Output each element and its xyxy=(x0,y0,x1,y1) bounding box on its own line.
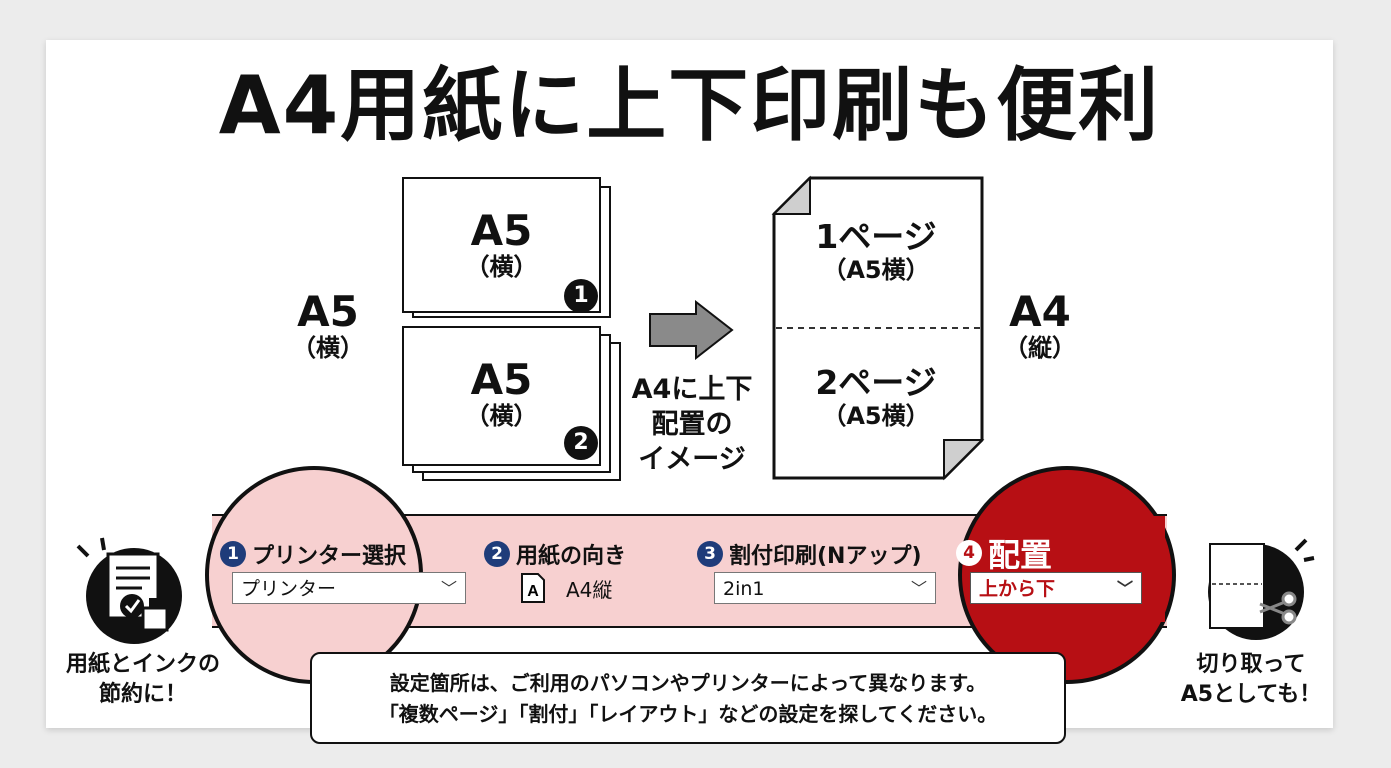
step4-number: 4 xyxy=(956,540,982,566)
left-orient: （横） xyxy=(292,334,364,363)
middle-line-1: A4に上下 xyxy=(631,374,753,405)
printer-select[interactable]: プリンター ﹀ xyxy=(232,572,466,604)
chevron-down-icon: ﹀ xyxy=(1116,579,1133,598)
note-line-2: 「複数ページ」「割付」「レイアウト」などの設定を探してください。 xyxy=(378,702,998,726)
middle-text: A4に上下 配置の イメージ xyxy=(622,372,762,477)
a4-top-page: 1ページ （A5横） xyxy=(776,218,976,285)
right-a4-label: A4 （縦） xyxy=(1000,287,1080,363)
scissors-icon xyxy=(1259,591,1297,625)
right-size: A4 xyxy=(1009,287,1071,336)
nup-select[interactable]: 2in1 ﹀ xyxy=(714,572,936,604)
chevron-down-icon: ﹀ xyxy=(440,579,457,598)
a4-bottom-page-label: 2ページ xyxy=(815,363,937,402)
step2-label: 2 用紙の向き xyxy=(484,538,626,570)
step1-label: 1 プリンター選択 xyxy=(220,538,406,570)
ink-bottle-icon xyxy=(141,598,169,632)
orientation-value: A4縦 xyxy=(566,578,613,602)
right-caption-line-1: 切り取って xyxy=(1196,652,1306,677)
printer-select-value: プリンター xyxy=(241,578,337,600)
sheet1-orient: （横） xyxy=(465,253,538,282)
sheet1-number: 1 xyxy=(564,279,598,313)
middle-line-3: イメージ xyxy=(638,444,746,476)
sheet2-orient: （横） xyxy=(465,402,538,431)
sheet2: A5 （横） 2 xyxy=(402,326,601,466)
step2-text: 用紙の向き xyxy=(516,544,627,569)
right-caption-line-2: A5としても！ xyxy=(1180,681,1322,707)
layout-select-value: 上から下 xyxy=(979,578,1056,600)
step3-text: 割付印刷(Nアップ) xyxy=(729,544,922,569)
svg-text:A: A xyxy=(527,583,539,600)
a4-top-page-orient: （A5横） xyxy=(822,255,930,284)
portrait-page-icon: A xyxy=(521,573,545,603)
left-size: A5 xyxy=(297,287,359,336)
note-line-1: 設定箇所は、ご利用のパソコンやプリンターによって異なります。 xyxy=(389,671,987,695)
step1-text: プリンター選択 xyxy=(252,544,407,569)
a4-sheet xyxy=(771,175,985,481)
middle-line-2: 配置の xyxy=(651,409,733,441)
paper-cut-icon xyxy=(1208,538,1315,640)
layout-select[interactable]: 上から下 ﹀ xyxy=(970,572,1142,604)
sheet1: A5 （横） 1 xyxy=(402,177,601,313)
step3-number: 3 xyxy=(697,541,723,567)
arrow-right-icon xyxy=(649,300,734,360)
a4-bottom-page: 2ページ （A5横） xyxy=(776,364,976,431)
page-title: A4用紙に上下印刷も便利 xyxy=(218,59,1161,152)
red-band-highlight xyxy=(1010,516,1165,622)
step4-text: 配置 xyxy=(988,536,1053,574)
left-caption: 用紙とインクの 節約に！ xyxy=(48,650,238,709)
step1-number: 1 xyxy=(220,541,246,567)
left-caption-line-1: 用紙とインクの xyxy=(65,652,220,677)
right-orient: （縦） xyxy=(1004,334,1076,363)
sheet2-size: A5 xyxy=(470,355,533,404)
sheet1-size: A5 xyxy=(470,206,533,255)
nup-select-value: 2in1 xyxy=(723,578,765,600)
orientation-option[interactable]: A A4縦 xyxy=(520,572,640,606)
chevron-down-icon: ﹀ xyxy=(910,579,927,598)
a4-bottom-page-orient: （A5横） xyxy=(822,401,930,430)
right-caption: 切り取って A5としても！ xyxy=(1166,650,1336,709)
settings-note: 設定箇所は、ご利用のパソコンやプリンターによって異なります。 「複数ページ」「割… xyxy=(310,652,1066,744)
sheet2-number: 2 xyxy=(564,426,598,460)
left-a5-label: A5 （横） xyxy=(288,287,368,363)
a4-top-page-label: 1ページ xyxy=(815,217,937,256)
left-caption-line-2: 節約に！ xyxy=(98,681,187,707)
step2-number: 2 xyxy=(484,541,510,567)
document-check-icon xyxy=(76,537,182,644)
step3-label: 3 割付印刷(Nアップ) xyxy=(697,538,922,570)
step4-label: 4 配置 xyxy=(956,530,1052,576)
